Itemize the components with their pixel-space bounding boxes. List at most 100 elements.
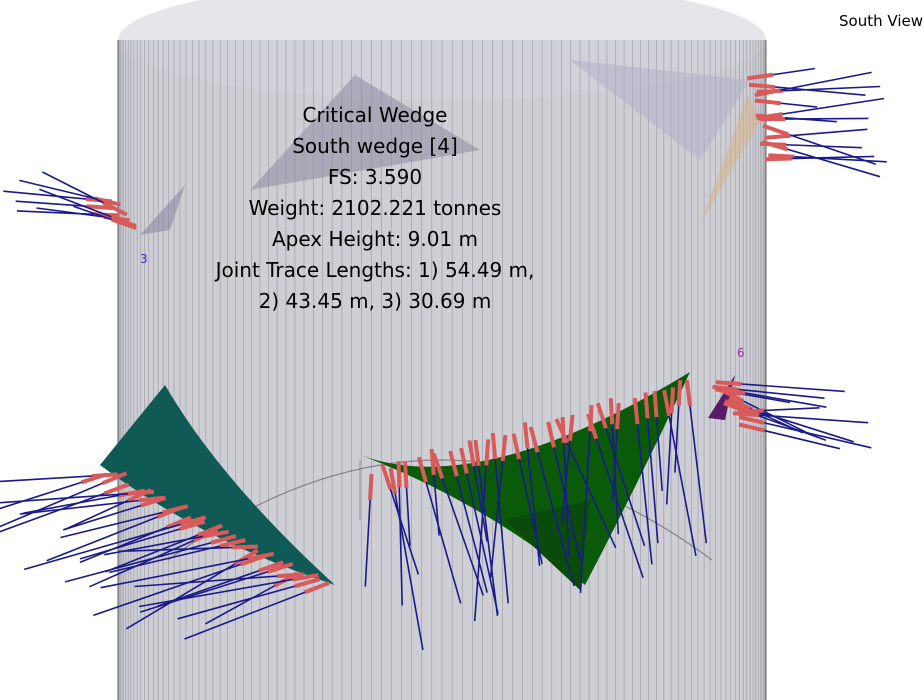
rock-bolt-anchor bbox=[102, 201, 128, 217]
rock-bolt bbox=[93, 555, 266, 617]
rock-bolt bbox=[64, 535, 237, 583]
rock-bolt-anchor bbox=[754, 88, 781, 98]
rock-bolt-anchor bbox=[615, 402, 621, 430]
rock-bolt-anchor bbox=[684, 379, 692, 407]
wedge-teal bbox=[100, 385, 335, 585]
view-label: South View bbox=[839, 12, 923, 30]
rock-bolt-anchor bbox=[304, 581, 330, 595]
rock-bolt-anchor bbox=[467, 440, 476, 467]
rock-bolt-anchor bbox=[560, 416, 566, 443]
rock-bolt bbox=[530, 426, 575, 587]
rock-bolt-anchor bbox=[724, 399, 751, 411]
rock-bolt bbox=[134, 573, 304, 588]
rock-bolt-anchor bbox=[180, 515, 207, 527]
rock-bolt-anchor bbox=[715, 380, 742, 386]
rock-bolt-anchor bbox=[662, 389, 672, 417]
wedge-label-6: 6 bbox=[737, 346, 745, 360]
rock-bolt-anchor bbox=[110, 217, 137, 230]
rock-bolt bbox=[23, 516, 206, 571]
rock-bolt-anchor bbox=[754, 98, 782, 106]
wedge-purple bbox=[708, 375, 735, 420]
rock-bolt-anchor bbox=[179, 519, 206, 531]
rock-bolt-anchor bbox=[608, 398, 615, 425]
rock-bolt-anchor bbox=[429, 448, 436, 476]
rock-bolt-anchor bbox=[86, 204, 113, 211]
rock-bolt-anchor bbox=[140, 495, 167, 508]
rock-bolt-anchor bbox=[127, 489, 155, 496]
rock-bolt-anchor bbox=[388, 467, 398, 494]
rock-bolt-anchor bbox=[737, 408, 764, 414]
rock-bolt-anchor bbox=[669, 387, 675, 414]
rock-bolt-anchor bbox=[197, 523, 223, 537]
rock-bolt-anchor bbox=[166, 515, 192, 530]
rock-bolt-anchor bbox=[490, 432, 498, 460]
rock-bolt-anchor bbox=[294, 577, 321, 589]
rock-bolt bbox=[634, 398, 653, 565]
wedge-label-3: 3 bbox=[140, 252, 148, 266]
info-trace-lengths-2: 2) 43.45 m, 3) 30.69 m bbox=[258, 289, 492, 313]
rock-bolt-anchor bbox=[292, 573, 319, 582]
rock-bolt-anchor bbox=[719, 387, 745, 403]
rock-bolt-anchor bbox=[762, 124, 789, 137]
rock-bolt bbox=[492, 433, 509, 604]
rock-bolt-anchor bbox=[231, 544, 258, 550]
info-fs: FS: 3.590 bbox=[327, 165, 423, 189]
rock-bolt-anchor bbox=[103, 482, 130, 496]
rock-bolt-anchor bbox=[257, 560, 284, 573]
rock-bolt bbox=[473, 439, 489, 622]
info-weight: Weight: 2102.221 tonnes bbox=[248, 196, 502, 220]
rock-bolt bbox=[0, 473, 118, 483]
rock-bolt bbox=[100, 553, 274, 589]
rock-bolt-anchor bbox=[760, 141, 787, 147]
rock-bolt-anchor bbox=[500, 434, 508, 462]
info-title: Critical Wedge bbox=[302, 103, 448, 127]
rock-bolt-anchor bbox=[416, 456, 428, 483]
rock-bolt-anchor bbox=[511, 433, 522, 460]
rock-bolt-anchor bbox=[595, 402, 608, 429]
rock-bolt-anchor bbox=[396, 461, 402, 488]
rock-bolt bbox=[0, 483, 130, 533]
rock-bolt-anchor bbox=[473, 439, 481, 467]
rock-bolt bbox=[138, 574, 319, 608]
rock-bolt-anchor bbox=[632, 397, 640, 425]
rock-bolt-anchor bbox=[247, 551, 275, 561]
critical-wedge-info: Critical Wedge South wedge [4] FS: 3.590… bbox=[150, 100, 600, 317]
rock-bolt-anchor bbox=[748, 82, 776, 90]
rock-bolt-anchor bbox=[676, 380, 683, 407]
rock-bolt bbox=[0, 491, 154, 504]
info-wedge-name: South wedge [4] bbox=[292, 134, 458, 158]
wedge-upper-right bbox=[570, 60, 760, 225]
rock-bolt-anchor bbox=[101, 471, 128, 486]
rock-bolt-anchor bbox=[403, 461, 409, 489]
rock-bolt-anchor bbox=[732, 411, 760, 418]
rock-bolt-anchor bbox=[738, 422, 765, 433]
rock-bolt-anchor bbox=[448, 450, 459, 477]
rock-bolt-anchor bbox=[162, 504, 189, 515]
rock-bolt bbox=[686, 380, 708, 544]
info-trace-lengths-1: Joint Trace Lengths: 1) 54.49 m, bbox=[215, 258, 535, 282]
rock-bolt-anchor bbox=[764, 133, 791, 140]
wedge-upper-left bbox=[250, 75, 480, 190]
info-apex-height: Apex Height: 9.01 m bbox=[271, 227, 479, 251]
rock-bolt-anchor bbox=[484, 439, 491, 466]
rock-bolt bbox=[579, 405, 593, 593]
rock-bolt bbox=[139, 563, 293, 613]
rock-bolt-anchor bbox=[459, 447, 469, 474]
rock-bolt-anchor bbox=[380, 463, 393, 490]
rock-bolt bbox=[0, 472, 127, 528]
wedge-left-small bbox=[140, 185, 185, 235]
rock-bolt bbox=[474, 440, 499, 616]
rock-bolt-anchor bbox=[588, 405, 594, 432]
rock-bolts bbox=[0, 67, 887, 651]
rock-bolt-anchor bbox=[528, 426, 540, 453]
rock-bolt-anchor bbox=[738, 415, 765, 425]
rock-bolt-anchor bbox=[267, 561, 294, 574]
rock-bolt bbox=[460, 447, 499, 615]
rock-bolt-anchor bbox=[202, 529, 229, 539]
rock-bolt-anchor bbox=[522, 422, 530, 449]
rock-bolt-anchor bbox=[210, 534, 237, 545]
rock-bolt-anchor bbox=[747, 72, 774, 81]
rock-bolt-anchor bbox=[568, 414, 575, 441]
rock-bolt-anchor bbox=[643, 392, 650, 419]
rock-bolt-anchor bbox=[652, 391, 659, 418]
